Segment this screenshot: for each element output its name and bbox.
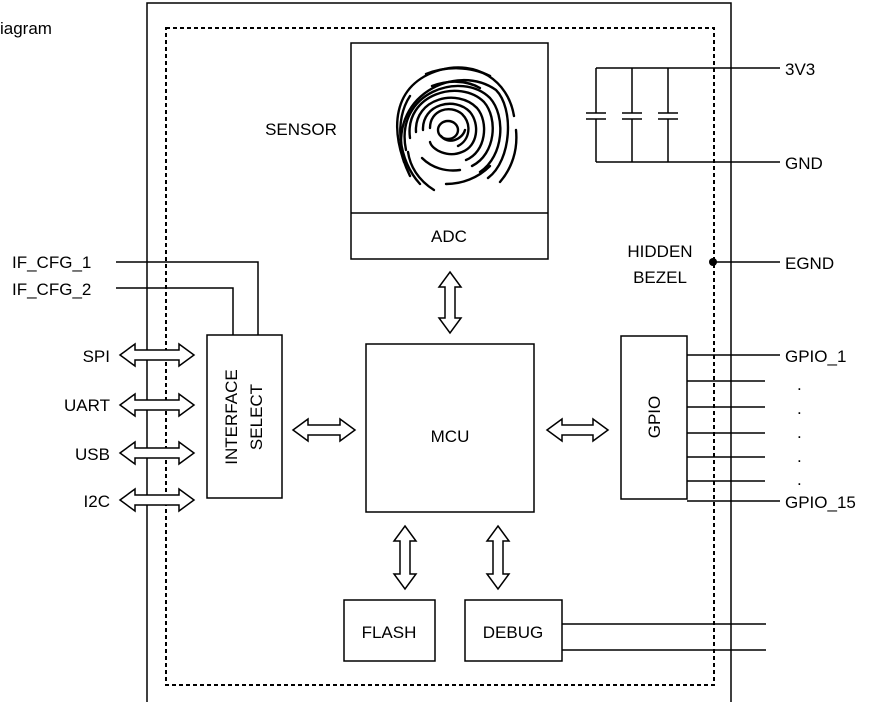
- mcu-flash-arrow: [392, 524, 418, 591]
- gpio-last-label: GPIO_15: [785, 493, 856, 512]
- flash-block: [343, 599, 436, 662]
- diagram-title-fragment: iagram: [0, 19, 52, 38]
- adc-mcu-arrow: [437, 270, 463, 335]
- gpio-ellipsis-dot: .: [797, 447, 802, 466]
- interface-select-block: [206, 334, 283, 499]
- usb-bus-arrow: [118, 440, 196, 466]
- interface-mcu-arrow: [291, 417, 357, 443]
- if-cfg-2-label: IF_CFG_2: [12, 280, 91, 299]
- hidden-bezel-label-line1: HIDDEN: [627, 242, 692, 261]
- hidden-bezel-label-line2: BEZEL: [633, 268, 687, 287]
- if-cfg-1-line: [116, 261, 259, 335]
- interface-select-label-line2: SELECT: [247, 384, 266, 450]
- if-cfg-1-label: IF_CFG_1: [12, 253, 91, 272]
- interface-label-uart: UART: [64, 396, 110, 415]
- capacitor-icon: [586, 68, 606, 162]
- interface-select-label-line1: INTERFACE: [222, 369, 241, 464]
- gpio-ellipsis-dot: .: [797, 399, 802, 418]
- flash-label: FLASH: [362, 623, 417, 642]
- uart-bus-arrow: [118, 392, 196, 418]
- capacitor-icon: [622, 68, 642, 162]
- mcu-debug-arrow: [485, 524, 511, 591]
- gpio-ellipsis-dot: .: [797, 470, 802, 489]
- debug-label: DEBUG: [483, 623, 543, 642]
- i2c-bus-arrow: [118, 487, 196, 513]
- pin-egnd-label: EGND: [785, 254, 834, 273]
- gpio-block: [620, 335, 688, 500]
- interface-label-spi: SPI: [83, 347, 110, 366]
- interface-label-i2c: I2C: [84, 492, 110, 511]
- pin-3v3-label: 3V3: [785, 60, 815, 79]
- capacitor-icon: [658, 68, 678, 162]
- junction-dot-icon: [709, 258, 717, 266]
- gpio-first-label: GPIO_1: [785, 347, 846, 366]
- decoupling-capacitors: [586, 67, 780, 163]
- mcu-gpio-arrow: [545, 417, 610, 443]
- gpio-block-label: GPIO: [645, 396, 664, 439]
- pin-gnd-label: GND: [785, 154, 823, 173]
- gpio-ellipsis-dot: .: [797, 423, 802, 442]
- gpio-ellipsis-dot: .: [797, 375, 802, 394]
- adc-label: ADC: [431, 227, 467, 246]
- debug-block: [464, 599, 563, 662]
- mcu-label: MCU: [431, 427, 470, 446]
- gpio-pin-lines: [687, 354, 780, 502]
- interface-label-usb: USB: [75, 445, 110, 464]
- sensor-label: SENSOR: [265, 120, 337, 139]
- fingerprint-icon: [395, 66, 518, 192]
- spi-bus-arrow: [118, 342, 196, 368]
- mcu-block: [365, 343, 535, 513]
- bus-arrows: [118, 270, 610, 591]
- if-cfg-2-line: [116, 287, 234, 335]
